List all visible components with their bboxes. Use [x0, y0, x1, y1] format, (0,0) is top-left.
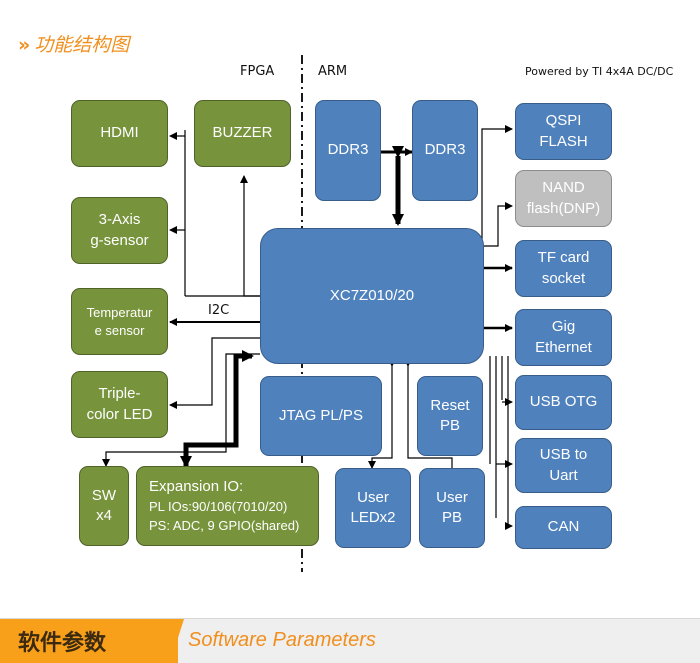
- usb-uart-block: USB to Uart: [515, 438, 612, 493]
- expansion-io-title: Expansion IO:: [149, 478, 244, 496]
- section-title: 功能结构图: [34, 34, 130, 56]
- buzzer-block: BUZZER: [194, 100, 291, 167]
- i2c-bus: [102, 130, 260, 467]
- nand-flash-block: NAND flash(DNP): [515, 170, 612, 227]
- fpga-label: FPGA: [240, 64, 275, 79]
- qspi-flash-block: QSPI FLASH: [515, 103, 612, 160]
- jtag-block: JTAG PL/PS: [260, 376, 382, 456]
- double-chevron-right-icon: »: [18, 34, 31, 56]
- tf-card-block: TF card socket: [515, 240, 612, 297]
- connection-lines: [102, 55, 513, 572]
- footer-bar: 软件参数 Software Parameters: [0, 618, 700, 663]
- expansion-io-pl: PL IOs:90/106(7010/20): [149, 499, 288, 515]
- i2c-label: I2C: [208, 303, 230, 318]
- user-button-block: User PB: [419, 468, 485, 548]
- ddr3-block-1: DDR3: [315, 100, 381, 201]
- footer-slant: [170, 619, 184, 663]
- expansion-io-block: Expansion IO: PL IOs:90/106(7010/20) PS:…: [136, 466, 319, 546]
- expansion-io-bus: [180, 350, 254, 468]
- g-sensor-block: 3-Axis g-sensor: [71, 197, 168, 264]
- temperature-sensor-block: Temperatur e sensor: [71, 288, 168, 355]
- footer-title-en: Software Parameters: [188, 629, 376, 651]
- triple-color-led-block: Triple- color LED: [71, 371, 168, 438]
- section-heading: »功能结构图: [18, 30, 129, 57]
- soc-block: XC7Z010/20: [260, 228, 484, 364]
- ddr3-block-2: DDR3: [412, 100, 478, 201]
- footer-title-cn: 软件参数: [0, 619, 178, 663]
- gig-ethernet-block: Gig Ethernet: [515, 309, 612, 366]
- ddr-links: [373, 146, 413, 226]
- hdmi-block: HDMI: [71, 100, 168, 167]
- reset-button-block: Reset PB: [417, 376, 483, 456]
- usb-otg-block: USB OTG: [515, 375, 612, 430]
- expansion-io-ps: PS: ADC, 9 GPIO(shared): [149, 517, 300, 533]
- can-block: CAN: [515, 506, 612, 549]
- power-note: Powered by TI 4x4A DC/DC: [525, 65, 674, 78]
- user-led-block: User LEDx2: [335, 468, 411, 548]
- peripheral-links: [368, 125, 513, 530]
- switch-block: SW x4: [79, 466, 129, 546]
- arm-label: ARM: [318, 64, 348, 79]
